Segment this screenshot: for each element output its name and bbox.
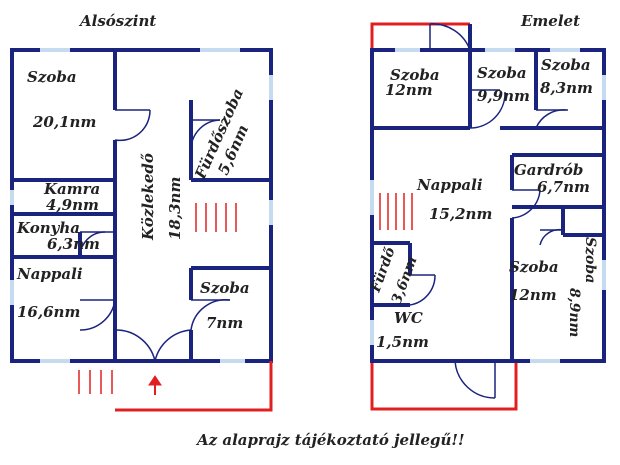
room-name-g-szoba: Szoba — [27, 68, 77, 86]
room-area-u-szoba3: 8,3nm — [540, 79, 593, 97]
disclaimer-note: Az alaprajz tájékoztató jellegű!! — [195, 431, 465, 449]
room-name-u-szoba1: Szoba — [390, 66, 440, 84]
room-name-g-kozlekedo: Közlekedő — [139, 153, 157, 241]
room-area-u-nappali: 15,2nm — [429, 205, 492, 223]
room-area-g-szoba2: 7nm — [206, 314, 243, 332]
ground-windows — [10, 48, 273, 363]
ground-stairs — [195, 203, 237, 232]
entrance-steps — [78, 370, 113, 394]
upper-doors — [409, 23, 568, 399]
room-name-u-wc: WC — [394, 309, 423, 327]
ground-floor-title: Alsószint — [78, 12, 156, 30]
room-area-g-kozlekedo: 18,3nm — [166, 177, 184, 240]
room-name-g-nappali: Nappali — [16, 265, 83, 283]
room-name-u-szoba4: Szoba — [509, 258, 559, 276]
room-name-g-kamra: Kamra — [43, 180, 100, 198]
upper-bottom-terrace-line — [370, 361, 518, 411]
room-name-u-szoba5: Szoba — [582, 237, 598, 283]
room-area-u-szoba1: 12nm — [385, 81, 433, 99]
room-name-u-gardrob: Gardrób — [514, 161, 583, 179]
room-area-g-nappali: 16,6nm — [17, 303, 80, 321]
room-name-g-konyha: Konyha — [16, 219, 80, 237]
room-area-u-gardrob: 6,7nm — [537, 178, 590, 196]
upper-windows — [370, 48, 606, 363]
room-area-u-szoba4: 12nm — [509, 286, 557, 304]
ground-doors — [79, 109, 231, 362]
ground-terrace-line — [115, 361, 273, 412]
ground-floor-plan — [10, 48, 273, 363]
room-name-u-nappali: Nappali — [416, 176, 483, 194]
room-area-u-szoba5: 8,9nm — [566, 288, 582, 337]
room-name-g-szoba2: Szoba — [200, 279, 250, 297]
room-area-u-szoba2: 9,9nm — [477, 87, 530, 105]
room-area-g-kamra: 4,9nm — [46, 196, 99, 214]
upper-stairs — [379, 193, 413, 230]
room-name-u-szoba3: Szoba — [541, 56, 591, 74]
room-area-g-szoba: 20,1nm — [32, 113, 96, 131]
entrance-arrow-icon — [148, 375, 162, 395]
room-name-u-szoba2: Szoba — [477, 64, 527, 82]
upper-top-terrace-line — [370, 22, 420, 50]
room-area-u-wc: 1,5nm — [376, 333, 429, 351]
room-area-g-konyha: 6,3nm — [47, 235, 100, 253]
upper-floor-title: Emelet — [520, 12, 580, 30]
